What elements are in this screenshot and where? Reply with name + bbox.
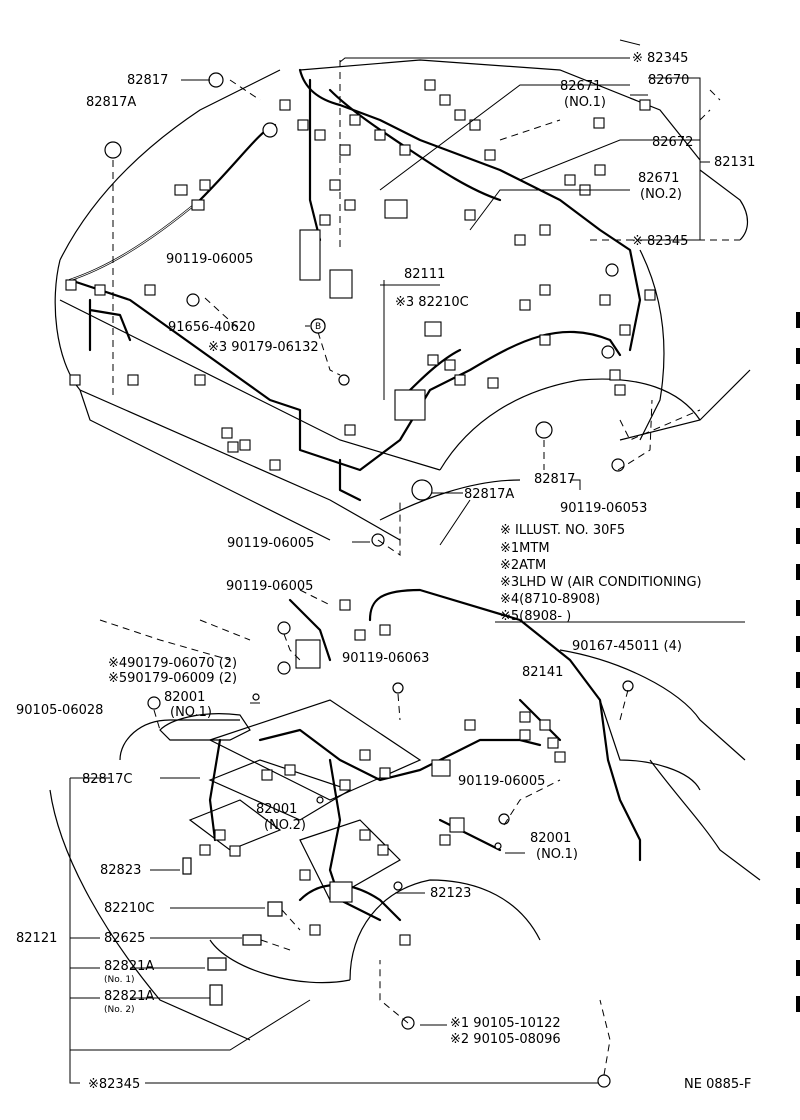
drawing-code: NE 0885-F [684,1077,751,1092]
label-82141: 82141 [522,665,563,680]
top-reference-lines [112,60,740,556]
label-82817-b: 82817 [534,472,575,487]
label-82817c: 82817C [82,772,132,787]
label-82821a-no2: 82821A [104,989,154,1004]
legend-item-1: ※1MTM [500,541,550,556]
label-82670: 82670 [648,73,689,88]
label-82671-no2-sub: (NO.2) [640,187,682,202]
legend: ※ ILLUST. NO. 30F5 ※1MTM ※2ATM ※3LHD W (… [500,523,702,624]
label-82001-no1-b: 82001 [530,831,571,846]
top-connectors [65,79,656,471]
label-82001-no1-b-sub: (NO.1) [536,847,578,862]
label-82817a-b: 82817A [464,487,514,502]
bottom-connectors [199,599,566,946]
bottom-body-outline [49,649,761,1041]
label-82111: 82111 [404,267,445,282]
label-90179-06009: ※590179-06009 (2) [108,671,237,686]
top-body-outline [54,59,751,541]
bottom-reference-lines [99,589,629,1076]
label-82671-no1: 82671 [560,79,601,94]
label-82671-no2: 82671 [638,171,679,186]
label-circled-b: B [315,322,321,332]
label-82121: 82121 [16,931,57,946]
label-82001-no1-sub: (NO.1) [170,705,212,720]
label-90105-10122: ※1 90105-10122 [450,1016,561,1031]
top-harness [68,68,642,502]
label-82671-no1-sub: (NO.1) [564,95,606,110]
edge-binding-marks [796,312,800,1012]
label-90119-06053: 90119-06053 [560,501,647,516]
bottom-leader-lines [69,702,598,1084]
label-82672: 82672 [652,135,693,150]
label-82001-no2-sub: (NO.2) [264,818,306,833]
label-82821a-no2-sub: (No. 2) [104,1005,135,1015]
label-82210c-note3: ※3 82210C [395,295,469,310]
bottom-engine-block [159,699,422,901]
label-90119-06005-c: 90119-06005 [226,579,313,594]
label-90119-06063: 90119-06063 [342,651,429,666]
bottom-small-parts [147,621,634,1088]
label-82123: 82123 [430,886,471,901]
label-90119-06005-b: 90119-06005 [227,536,314,551]
label-82823: 82823 [100,863,141,878]
top-leader-lines [181,39,710,546]
label-82210c: 82210C [104,901,154,916]
label-82001-no1: 82001 [164,690,205,705]
label-82821a-no1-sub: (No. 1) [104,975,135,985]
label-90119-06005-d: 90119-06005 [458,774,545,789]
label-90119-06005-a: 90119-06005 [166,252,253,267]
legend-item-5: ※5(8908- ) [500,609,571,624]
label-90179-06070: ※490179-06070 (2) [108,656,237,671]
label-90105-06028: 90105-06028 [16,703,103,718]
label-82345-a: ※ 82345 [632,51,688,66]
label-82001-no2: 82001 [256,802,297,817]
top-labels: ※ 82345 82817 82817A 82671 (NO.1) 82670 … [86,51,755,551]
legend-item-2: ※2ATM [500,558,546,573]
legend-item-4: ※4(8710-8908) [500,592,600,607]
circled-b-marker [310,318,326,334]
label-91656-40620: 91656-40620 [168,320,255,335]
bottom-harness [208,588,642,922]
legend-title: ※ ILLUST. NO. 30F5 [500,523,625,538]
label-82821a-no1: 82821A [104,959,154,974]
bottom-labels: 90119-06005 ※490179-06070 (2) ※590179-06… [16,579,751,1092]
label-90179-06132: ※3 90179-06132 [208,340,319,355]
legend-item-3: ※3LHD W (AIR CONDITIONING) [500,575,702,590]
label-82131: 82131 [714,155,755,170]
label-82345-b: ※ 82345 [632,234,688,249]
label-90167-45011: 90167-45011 (4) [572,639,682,654]
label-90105-08096: ※2 90105-08096 [450,1032,561,1047]
label-82817a: 82817A [86,95,136,110]
label-82625: 82625 [104,931,145,946]
label-82817: 82817 [127,73,168,88]
label-82345-c: ※82345 [88,1077,140,1092]
